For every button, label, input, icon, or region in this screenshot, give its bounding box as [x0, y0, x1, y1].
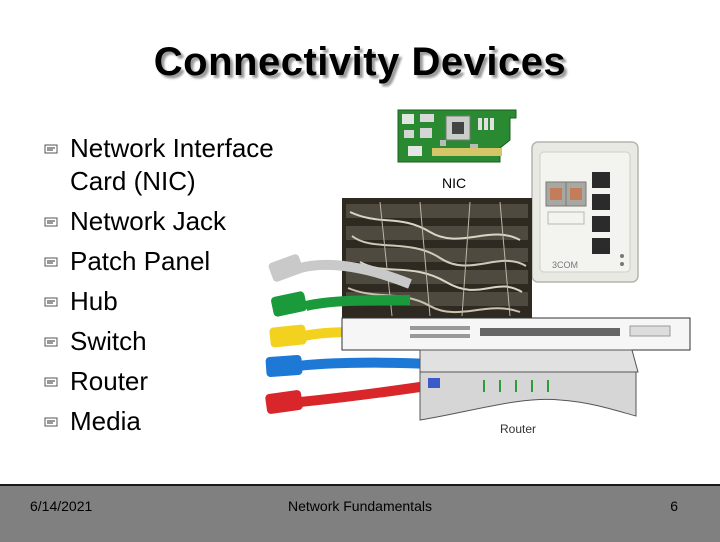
bullet-item: Media: [44, 405, 314, 438]
footer-bar: 6/14/2021 Network Fundamentals 6: [0, 484, 720, 542]
bullet-item: Patch Panel: [44, 245, 314, 278]
bullet-icon: [44, 144, 58, 154]
nic-caption: NIC: [442, 175, 466, 191]
patch-panel-image: [342, 198, 532, 320]
bullet-text: Network Interface: [70, 133, 274, 163]
device-images: NIC 3COM: [265, 109, 691, 436]
bullet-icon: [44, 377, 58, 387]
bullet-icon: [44, 257, 58, 267]
bullet-item: Hub: [44, 285, 314, 318]
bullet-text: Patch Panel: [70, 246, 211, 276]
jack-brand-label: 3COM: [552, 260, 578, 270]
bullet-text: Hub: [70, 286, 118, 316]
switch-image: [341, 317, 691, 351]
bullet-item: Router: [44, 365, 314, 398]
footer-date: 6/14/2021: [30, 498, 93, 514]
bullet-text-continued: Card (NIC): [70, 166, 196, 196]
bullet-icon: [44, 217, 58, 227]
bullet-icon: [44, 297, 58, 307]
footer-page-number: 6: [670, 498, 678, 514]
bullet-text: Switch: [70, 326, 147, 356]
router-caption: Router: [500, 422, 536, 436]
footer-title: Network Fundamentals: [288, 498, 432, 514]
bullet-icon: [44, 417, 58, 427]
bullet-icon: [44, 337, 58, 347]
bullet-item: Network Jack: [44, 205, 314, 238]
nic-card-image: [397, 109, 517, 163]
bullet-text: Network Jack: [70, 206, 227, 236]
bullet-list: Network Interface Card (NIC) Network Jac…: [44, 132, 314, 445]
bullet-text: Router: [70, 366, 149, 396]
bullet-item: Network Interface Card (NIC): [44, 132, 314, 198]
router-image: [419, 349, 639, 421]
bullet-text: Media: [70, 406, 141, 436]
slide-title: Connectivity Devices: [153, 40, 567, 84]
network-jack-image: 3COM: [531, 141, 639, 283]
bullet-item: Switch: [44, 325, 314, 358]
